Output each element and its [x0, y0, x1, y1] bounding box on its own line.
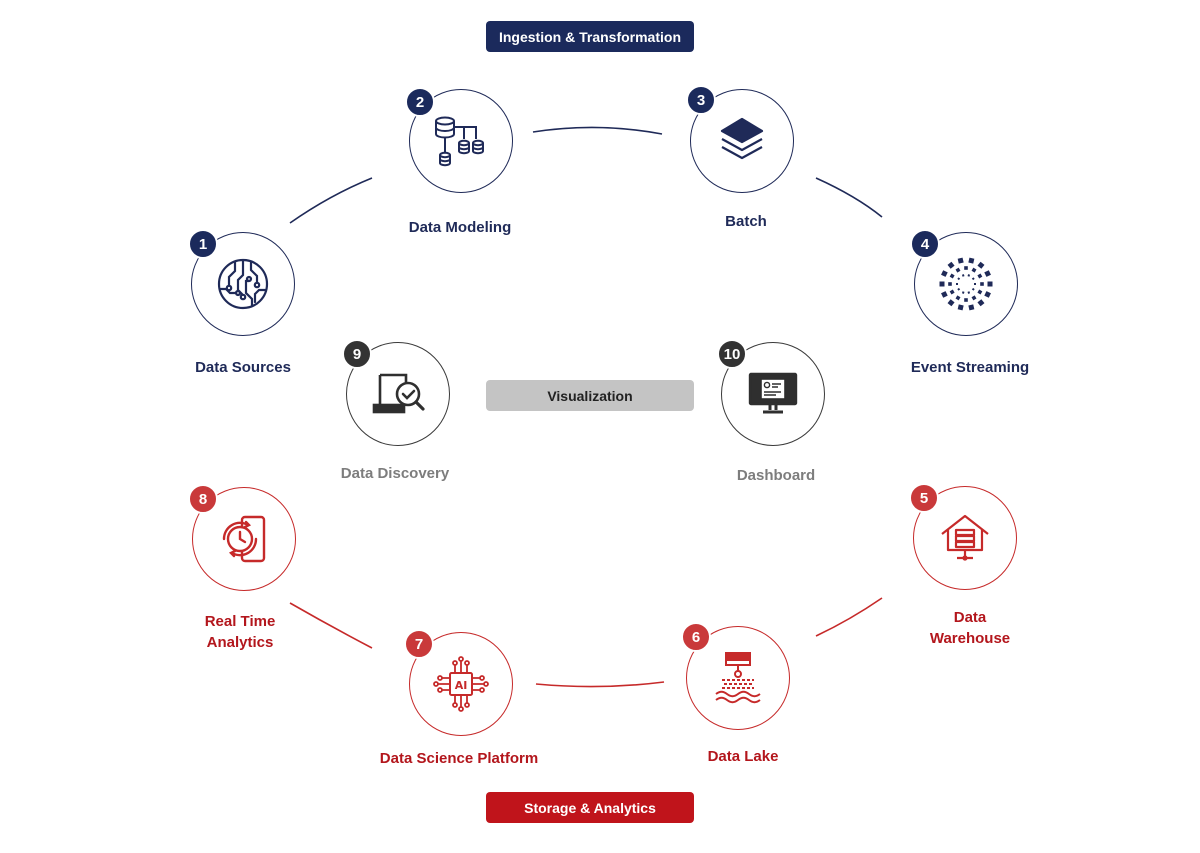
warehouse-server-icon [941, 514, 989, 561]
node-5-badge: 5 [909, 483, 939, 513]
layers-icon [720, 117, 764, 160]
stream-dot [968, 257, 975, 264]
stream-dot [961, 291, 965, 294]
node-2-label-line: Data Modeling [408, 219, 512, 236]
stream-dot [957, 287, 961, 291]
monitor-dashboard-icon [748, 372, 798, 414]
ingestion-transformation-banner: Ingestion & Transformation [486, 21, 694, 52]
database-schema-icon [435, 116, 484, 167]
stream-dot [964, 298, 968, 302]
node-7-label-line: Data Science Platform [379, 750, 539, 767]
node-7-badge: 7 [404, 629, 434, 659]
stream-dot [947, 261, 955, 269]
svg-text:AI: AI [455, 679, 468, 692]
node-10-label: Dashboard [676, 465, 876, 486]
node-10-badge: 10 [717, 339, 747, 369]
stream-dot [977, 299, 985, 307]
node-2-label: Data Modeling [360, 217, 560, 238]
stream-dot [971, 295, 977, 301]
stream-dot [949, 289, 955, 295]
node-4-label-line: Event Streaming [910, 359, 1030, 376]
storage-analytics-banner: Storage & Analytics [486, 792, 694, 823]
stream-dot [977, 261, 985, 269]
stream-dot [948, 282, 952, 286]
node-4-badge: 4 [910, 229, 940, 259]
stream-dot [955, 295, 961, 301]
stream-dot [961, 274, 965, 277]
node-10-label-line: Dashboard [736, 467, 816, 484]
stream-dot [957, 277, 961, 281]
node-1-label: Data Sources [143, 357, 343, 378]
node-4-label: Event Streaming [870, 357, 1070, 378]
stream-dot [964, 266, 968, 270]
stream-dot [967, 274, 971, 277]
arc-5-6 [815, 597, 883, 637]
streaming-dots-icon [939, 257, 993, 311]
node-8-badge: 8 [188, 484, 218, 514]
stream-dot [955, 267, 961, 273]
node-1-label-line: Data Sources [195, 359, 291, 376]
stream-dot [967, 291, 971, 294]
stream-dot [977, 273, 983, 279]
arc-6-7 [535, 681, 665, 688]
node-9-label: Data Discovery [295, 463, 495, 484]
stream-dot [947, 299, 955, 307]
node-8-label-line-1: Real Time [204, 613, 276, 630]
stream-dot [957, 257, 964, 264]
arc-7-8 [289, 602, 373, 649]
circuit-globe-icon [217, 258, 269, 310]
stream-dot [974, 283, 976, 285]
node-5-label-line-2: Warehouse [929, 630, 1011, 647]
node-real-time-analytics [192, 487, 296, 591]
stream-dot [971, 287, 975, 291]
node-5-label-line-1: Data [953, 609, 987, 626]
stream-dot [987, 281, 993, 287]
node-6-label-line: Data Lake [707, 748, 779, 765]
stream-dot [949, 273, 955, 279]
node-3-label: Batch [646, 211, 846, 232]
node-3-badge: 3 [686, 85, 716, 115]
data-lake-icon [715, 652, 761, 704]
stream-dot [971, 277, 975, 281]
stream-dot [977, 289, 983, 295]
visualization-banner: Visualization [486, 380, 694, 411]
node-6-badge: 6 [681, 622, 711, 652]
stream-dot [956, 283, 958, 285]
arc-2-3 [532, 126, 663, 135]
stream-dot [968, 304, 975, 311]
stream-dot [984, 291, 991, 298]
node-1-badge: 1 [188, 229, 218, 259]
node-7-label: Data Science Platform [359, 748, 559, 769]
node-8-label-line-2: Analytics [206, 634, 274, 651]
node-data-modeling [409, 89, 513, 193]
ai-chip-icon: AI [433, 656, 489, 712]
node-5-label: Data Warehouse [870, 607, 1070, 649]
stream-dot [984, 270, 991, 277]
stream-dot [980, 282, 984, 286]
stream-dot [941, 270, 948, 277]
stream-dot [941, 291, 948, 298]
stream-dot [939, 281, 945, 287]
node-data-discovery [346, 342, 450, 446]
stream-dot [957, 304, 964, 311]
node-9-badge: 9 [342, 339, 372, 369]
node-3-label-line: Batch [725, 213, 767, 230]
stream-dot [971, 267, 977, 273]
node-2-badge: 2 [405, 87, 435, 117]
laptop-search-icon [372, 373, 425, 414]
arc-3-4 [815, 177, 883, 218]
realtime-timer-icon [222, 515, 266, 563]
node-8-label: Real Time Analytics [140, 611, 340, 653]
arc-1-2 [289, 177, 373, 224]
node-9-label-line: Data Discovery [340, 465, 450, 482]
node-6-label: Data Lake [643, 746, 843, 767]
node-dashboard [721, 342, 825, 446]
